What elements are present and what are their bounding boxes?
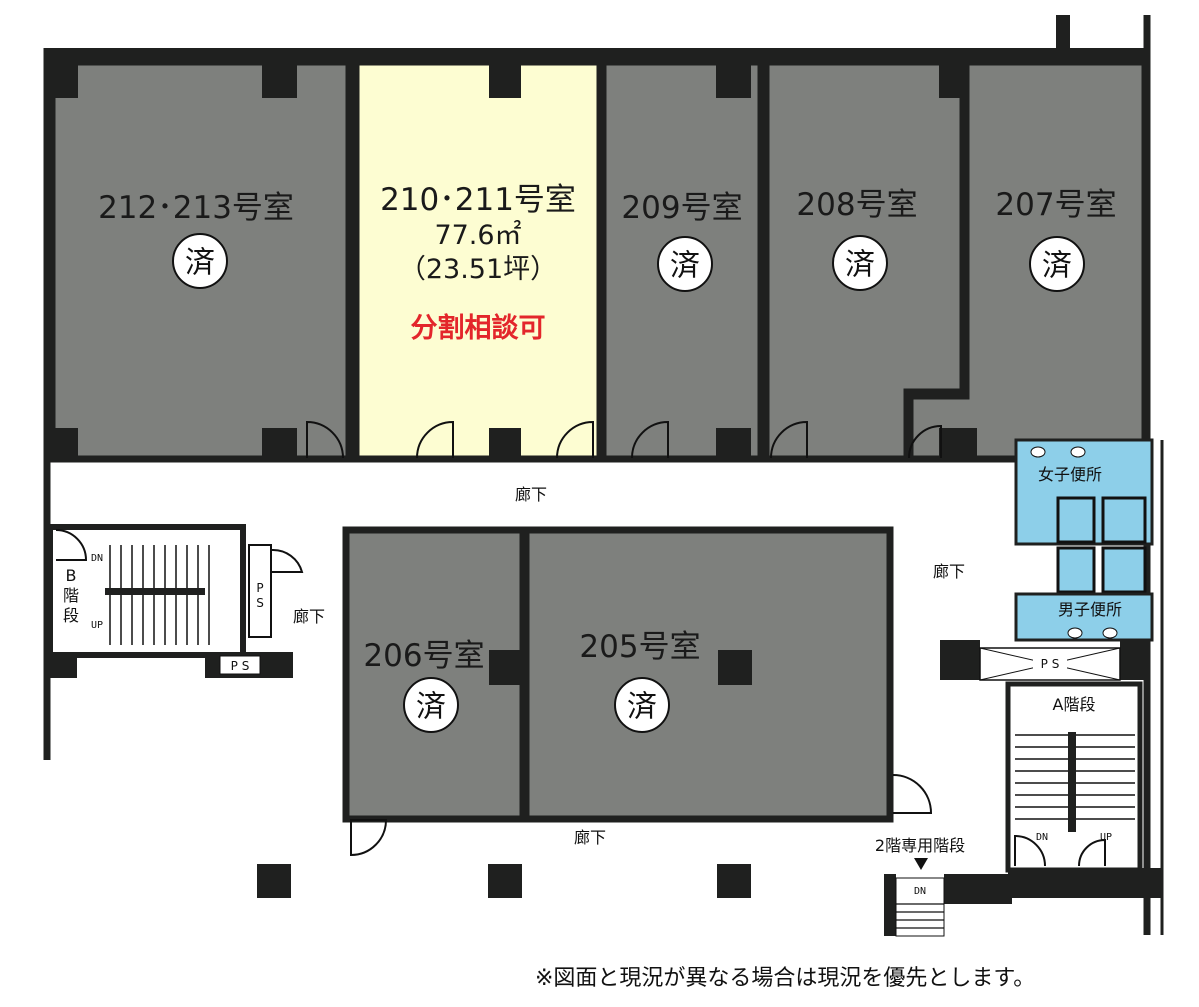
rented-badge-icon	[657, 236, 713, 292]
room-209[interactable]: 209号室 済	[599, 58, 765, 463]
rented-badge-icon	[403, 677, 459, 733]
stair-a-base-wall	[1008, 868, 1163, 898]
room-205[interactable]: 205号室 済	[522, 526, 894, 823]
door-205-icon	[892, 774, 933, 814]
room-206-status: 済	[416, 690, 446, 725]
corridor-label-north: 廊下	[515, 485, 547, 504]
womens-restroom[interactable]: 女子便所	[1014, 438, 1154, 594]
room-212-213-status: 済	[185, 246, 215, 281]
door-208-icon	[770, 420, 808, 459]
room-209-label: 209号室	[621, 190, 742, 226]
column	[257, 864, 291, 898]
stair-a[interactable]: A階段 DN UP	[1005, 681, 1143, 873]
rented-badge-icon	[172, 233, 228, 289]
stair-b-label-1: B	[66, 566, 77, 585]
corridor-label-east: 廊下	[933, 562, 965, 581]
rented-badge-icon	[614, 677, 670, 733]
door-206-icon	[350, 819, 388, 857]
door-207-icon	[908, 424, 942, 459]
ps-east: P S	[979, 647, 1121, 681]
room-210-211-area-m2: 77.6㎡	[434, 220, 521, 251]
room-207[interactable]: 207号室 済	[906, 58, 1149, 463]
room-212-213-label: 212･213号室	[98, 190, 294, 226]
stair-2f[interactable]: DN	[884, 874, 1012, 937]
room-206[interactable]: 206号室 済	[342, 526, 527, 823]
svg-text:P: P	[256, 581, 263, 595]
room-210-211-note: 分割相談可	[411, 312, 546, 344]
room-208-label: 208号室	[796, 187, 917, 223]
ps-west: P S	[219, 655, 261, 675]
stair-a-dn-label: DN	[1036, 832, 1048, 843]
ps-west-vertical: P S	[248, 544, 272, 638]
svg-text:P S: P S	[1041, 657, 1060, 671]
door-icon	[55, 529, 88, 561]
stair-b-label-3: 段	[63, 606, 79, 625]
door-209-icon	[631, 420, 669, 459]
mens-restroom-label: 男子便所	[1058, 600, 1122, 619]
arrow-down-icon	[914, 858, 928, 870]
room-207-status: 済	[1042, 249, 1072, 284]
room-210-211-area-tsubo: （23.51坪）	[399, 254, 557, 285]
mens-restroom[interactable]: 男子便所	[1014, 592, 1154, 642]
room-212-213[interactable]: 212･213号室 済	[48, 58, 353, 463]
stair-2f-dn-label: DN	[914, 886, 926, 897]
stair-2f-label: 2階専用階段	[875, 836, 965, 855]
room-208[interactable]: 208号室 済	[762, 58, 977, 463]
room-205-label: 205号室	[579, 629, 700, 665]
door-icon	[1014, 834, 1046, 867]
door-icon	[271, 548, 304, 573]
room-209-status: 済	[670, 249, 700, 284]
rented-badge-icon	[1029, 236, 1085, 292]
column	[717, 864, 751, 898]
stair-a-up-label: UP	[1100, 832, 1112, 843]
footer-note: ※図面と現況が異なる場合は現況を優先とします。	[535, 966, 1036, 991]
room-210-211[interactable]: 210･211号室 77.6㎡ （23.51坪） 分割相談可	[352, 58, 604, 463]
stair-b-label-2: 階	[63, 586, 79, 605]
room-208-status: 済	[845, 248, 875, 283]
svg-text:S: S	[256, 596, 264, 610]
stair-b[interactable]: DN UP B 階 段	[47, 524, 246, 658]
room-205-status: 済	[627, 690, 657, 725]
door-212-icon	[306, 420, 344, 459]
door-icon	[1078, 838, 1106, 867]
corridor-label-west: 廊下	[293, 607, 325, 626]
room-207-label: 207号室	[995, 187, 1116, 223]
room-210-211-label: 210･211号室	[380, 182, 576, 218]
north-east-column	[1056, 15, 1070, 55]
column	[488, 864, 522, 898]
ps-east-wall	[1120, 640, 1150, 680]
room-206-label: 206号室	[363, 638, 484, 674]
womens-restroom-label: 女子便所	[1038, 465, 1102, 484]
ps-east-wall	[940, 640, 980, 680]
door-210-left-icon	[416, 420, 454, 459]
stair-a-label: A階段	[1053, 695, 1096, 714]
stair-b-dn-label: DN	[91, 553, 103, 564]
door-210-right-icon	[556, 420, 594, 459]
svg-text:P S: P S	[231, 659, 250, 673]
corridor-label-south: 廊下	[574, 828, 606, 847]
rented-badge-icon	[832, 235, 888, 291]
stair-b-base-wall	[47, 652, 77, 678]
stair-b-up-label: UP	[91, 620, 103, 631]
